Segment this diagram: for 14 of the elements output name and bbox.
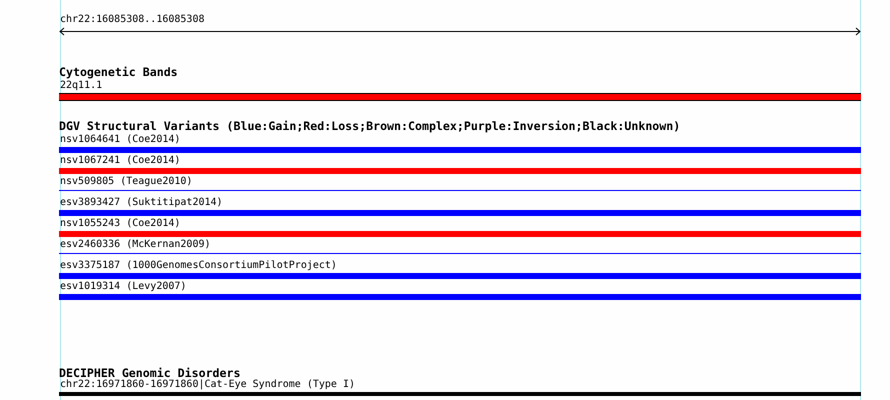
feature-label: nsv509805 (Teague2010): [60, 176, 192, 188]
track-title: DGV Structural Variants (Blue:Gain;Red:Loss;Brown:Complex;Purple:Inversion;Black:Unknown): [59, 120, 680, 133]
feature-label: nsv1067241 (Coe2014): [60, 155, 180, 167]
track-title: Cytogenetic Bands: [59, 66, 178, 79]
feature-label: nsv1055243 (Coe2014): [60, 218, 180, 230]
feature-label: esv2460336 (McKernan2009): [60, 239, 211, 251]
feature-label: esv1019314 (Levy2007): [60, 281, 186, 293]
feature-label: esv3893427 (Suktitipat2014): [60, 197, 223, 209]
feature-label: chr22:16971860-16971860|Cat-Eye Syndrome (Type I): [60, 379, 356, 391]
position-label: chr22:16085308..16085308: [60, 14, 204, 26]
feature-label: esv3375187 (1000GenomesConsortiumPilotProject): [60, 260, 337, 272]
feature-label: 22q11.1: [60, 80, 102, 92]
track-title: DECIPHER Genomic Disorders: [59, 367, 240, 380]
feature-label: nsv1064641 (Coe2014): [60, 134, 180, 146]
